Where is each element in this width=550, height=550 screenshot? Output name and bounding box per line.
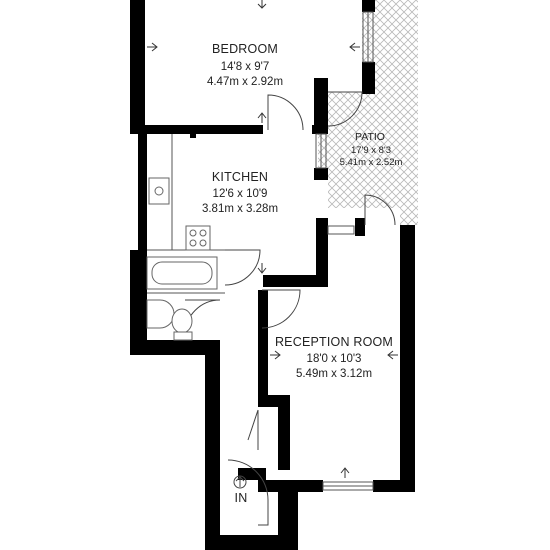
bedroom-label: BEDROOM 14'8 x 9'7 4.47m x 2.92m <box>207 42 283 88</box>
walls <box>130 0 415 550</box>
bedroom-imperial: 14'8 x 9'7 <box>221 61 270 73</box>
patio-imperial: 17'9 x 8'3 <box>351 145 391 156</box>
patio-window <box>315 133 355 235</box>
kitchen-metric: 3.81m x 3.28m <box>202 203 278 215</box>
reception-window <box>322 481 374 491</box>
reception-name: RECEPTION ROOM <box>275 335 393 349</box>
patio-label: PATIO 17'9 x 8'3 5.41m x 2.52m <box>340 131 403 168</box>
bedroom-metric: 4.47m x 2.92m <box>207 76 283 88</box>
reception-imperial: 18'0 x 10'3 <box>307 353 362 365</box>
patio-area <box>318 0 418 225</box>
bathroom-fixtures <box>146 256 225 341</box>
toilet-icon <box>171 308 193 334</box>
kitchen-fixtures <box>147 134 225 251</box>
entrance-label: IN <box>235 491 248 505</box>
reception-metric: 5.49m x 3.12m <box>296 368 372 380</box>
bedroom-window <box>362 11 374 63</box>
hob-icon <box>185 225 211 251</box>
kitchen-imperial: 12'6 x 10'9 <box>213 188 268 200</box>
kitchen-label: KITCHEN 12'6 x 10'9 3.81m x 3.28m <box>202 170 278 215</box>
dimension-arrows <box>147 0 398 478</box>
bedroom-name: BEDROOM <box>212 42 278 56</box>
patio-name: PATIO <box>355 131 385 143</box>
kitchen-name: KITCHEN <box>212 170 268 184</box>
patio-metric: 5.41m x 2.52m <box>340 157 403 168</box>
reception-label: RECEPTION ROOM 18'0 x 10'3 5.49m x 3.12m <box>275 335 393 380</box>
entrance-arrow-icon <box>233 475 247 489</box>
basin-icon <box>146 299 175 329</box>
